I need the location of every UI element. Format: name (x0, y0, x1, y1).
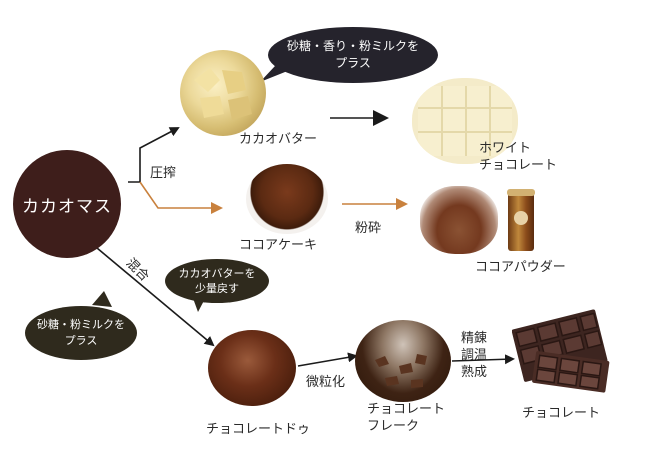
arrow-dough-to-flake (297, 352, 358, 367)
bubble-add-sugar-milk: 砂糖・粉ミルクを プラス (25, 306, 137, 360)
arrow-mass-to-cake (139, 181, 223, 214)
cocoa-powder-image (420, 186, 498, 254)
white-chocolate-label: ホワイト チョコレート (479, 140, 557, 174)
grind-label: 粉砕 (355, 221, 382, 236)
white-chocolate-image (412, 78, 518, 164)
arrow-mass-to-dough (96, 247, 215, 347)
cocoa-cake-image (246, 164, 328, 234)
granulate-label: 微粒化 (306, 375, 346, 390)
white-chocolate-label-line1: ホワイト (479, 141, 532, 156)
chocolate-flake-label-line2: フレーク (367, 419, 420, 434)
chocolate-flake-label: チョコレート フレーク (367, 401, 445, 435)
arrow-flake-to-chocolate (451, 354, 515, 365)
refine-label: 精錬 調温 熟成 (461, 330, 487, 381)
cacao-mass-node: カカオマス (13, 150, 121, 258)
chocolate-image (512, 308, 614, 394)
bubble-text-line2: プラス (335, 56, 371, 70)
bubble-add-sugar-aroma-milk: 砂糖・香り・粉ミルクを プラス (268, 27, 438, 83)
arrow-mass-to-butter (128, 127, 180, 183)
bubble-sugar-line1: 砂糖・粉ミルクを (37, 318, 125, 331)
bubble-tail-sugar (92, 291, 112, 307)
refine-label-line2: 調温 (461, 348, 488, 363)
cocoa-tin-icon (507, 189, 535, 251)
cocoa-powder-label: ココアパウダー (475, 260, 566, 275)
press-label: 圧搾 (150, 166, 177, 181)
bubble-butter-line2: 少量戻す (195, 282, 239, 295)
bubble-sugar-line2: プラス (64, 334, 98, 347)
chocolate-label: チョコレート (522, 406, 601, 421)
cacao-mass-label: カカオマス (22, 196, 112, 217)
chocolate-flake-label-line1: チョコレート (367, 402, 446, 417)
cacao-butter-label: カカオバター (239, 132, 318, 147)
bubble-add-butter: カカオバターを 少量戻す (165, 259, 269, 303)
bubble-text-line1: 砂糖・香り・粉ミルクを (286, 39, 419, 53)
white-chocolate-label-line2: チョコレート (479, 158, 558, 173)
refine-label-line1: 精錬 (461, 331, 488, 346)
cocoa-cake-label: ココアケーキ (239, 238, 318, 253)
chocolate-dough-image (208, 330, 296, 406)
refine-label-line3: 熟成 (461, 365, 488, 380)
chocolate-flake-image (355, 320, 451, 402)
cacao-butter-image (180, 50, 266, 136)
bubble-butter-line1: カカオバターを (178, 267, 256, 280)
chocolate-dough-label: チョコレートドゥ (206, 422, 311, 437)
